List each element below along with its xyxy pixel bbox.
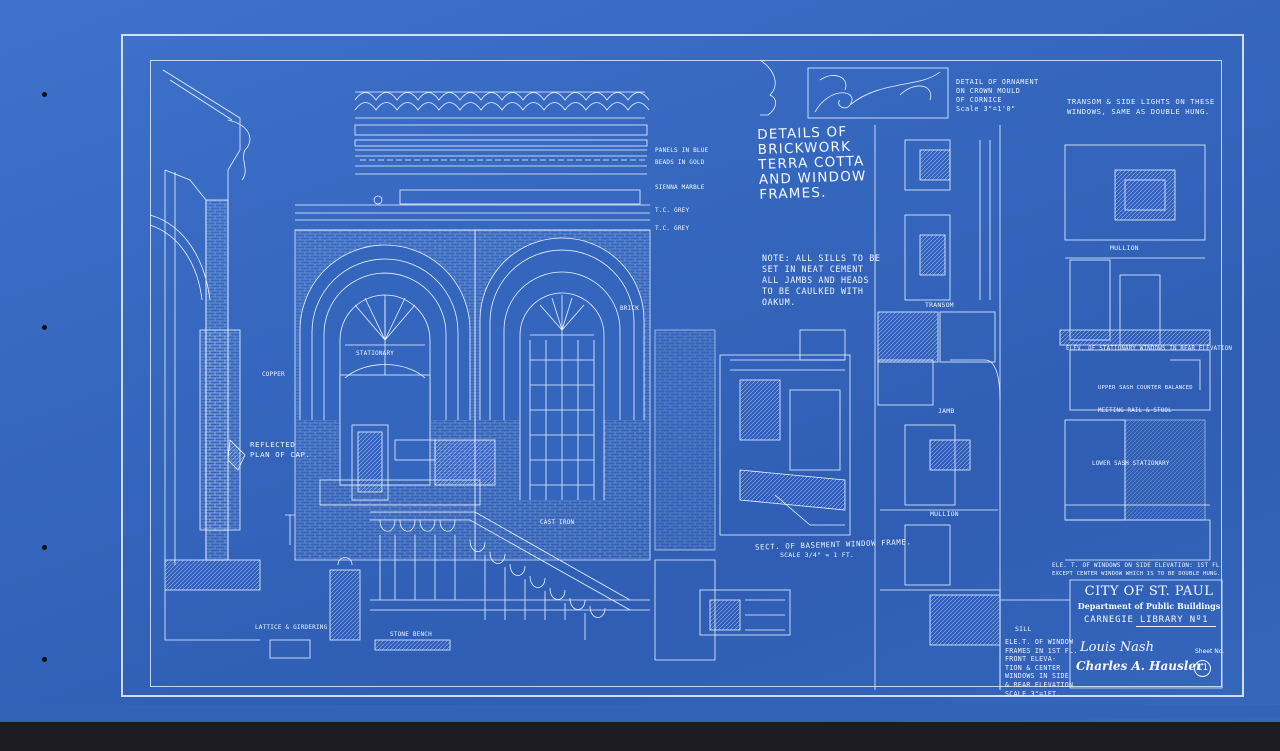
- sill-label: SILL: [1015, 625, 1032, 633]
- stationary-label: STATIONARY: [356, 350, 395, 357]
- transom-note-line: TRANSOM & SIDE LIGHTS ON THESE: [1067, 97, 1215, 106]
- outer-border: [121, 34, 1244, 697]
- underline: [1136, 626, 1216, 627]
- copper-label: COPPER: [262, 371, 285, 378]
- drawing-title: DETAILS OF BRICKWORK TERRA COTTA AND WIN…: [757, 124, 867, 203]
- elevation-note-line: FRAMES IN 1ST FL.: [1005, 646, 1078, 655]
- crown-ornament: [759, 59, 949, 119]
- beads-label: BEADS IN GOLD: [655, 159, 705, 166]
- signature-architect: Louis Nash: [1080, 640, 1154, 655]
- ornament-note-line: OF CORNICE: [956, 96, 1002, 104]
- cornice-section: [149, 69, 261, 641]
- sheet-number: 11: [1194, 660, 1211, 677]
- background-strip: [0, 722, 1280, 751]
- sheet-number-label: Sheet No.: [1195, 648, 1225, 655]
- department-name: Department of Public Buildings: [1077, 601, 1221, 611]
- note-line: NOTE: ALL SILLS TO BE: [762, 253, 881, 263]
- cast-iron-label: CAST IRON: [540, 519, 575, 526]
- construction-note: NOTE: ALL SILLS TO BE SET IN NEAT CEMENT…: [762, 253, 881, 308]
- stair-arcade: [269, 511, 650, 659]
- ornament-note: DETAIL OF ORNAMENT ON CROWN MOULD OF COR…: [956, 78, 1039, 114]
- title-block-frame: [1000, 579, 1223, 689]
- punch-hole: [42, 545, 47, 550]
- reflected-plan-label: PLAN OF CAP.: [250, 450, 311, 459]
- tc-grey-label: T.C. GREY: [655, 207, 690, 214]
- ornament-note-line: ON CROWN MOULD: [956, 87, 1021, 95]
- transom-label: TRANSOM: [925, 301, 954, 309]
- upper-sash-label: UPPER SASH COUNTER BALANCED: [1098, 385, 1193, 391]
- elevation-note: ELE.T. OF WINDOW FRAMES IN 1ST FL. FRONT…: [1005, 638, 1078, 698]
- window-frame-section: [654, 329, 791, 661]
- inner-border: [150, 60, 1222, 687]
- city-name: CITY OF ST. PAUL: [1084, 584, 1214, 599]
- basement-scale-label: SCALE 3/4" = 1 FT.: [780, 551, 855, 559]
- marble-label: SIENNA MARBLE: [655, 184, 705, 191]
- mullion-label: MULLION: [1110, 244, 1139, 252]
- punch-hole: [42, 325, 47, 330]
- stationary-windows-label: ELEV. OF STATIONARY WINDOWS IN REAR ELEV…: [1066, 346, 1233, 352]
- elevation-note-line: WINDOWS IN SIDE: [1005, 672, 1070, 681]
- note-line: ALL JAMBS AND HEADS: [762, 275, 870, 285]
- mullion-label: MULLION: [930, 510, 959, 518]
- elevation-note-line: SCALE 3"=1FT.: [1005, 689, 1061, 698]
- ornament-note-line: DETAIL OF ORNAMENT: [956, 78, 1039, 86]
- punch-hole: [42, 92, 47, 97]
- jamb-label: JAMB: [938, 407, 955, 415]
- stone-bench-label: STONE BENCH: [390, 631, 432, 638]
- elevation-note-line: & REAR ELEVATION: [1005, 680, 1074, 689]
- roof-tiles: [354, 91, 650, 119]
- elevation-note-line: ELE.T. OF WINDOW: [1005, 638, 1074, 646]
- right-arch: [434, 229, 651, 561]
- basement-window-frame: [719, 329, 851, 536]
- note-line: OAKUM.: [762, 297, 796, 307]
- window-details-right: [874, 125, 1001, 690]
- tc-grey-label: T.C. GREY: [655, 225, 690, 232]
- ornament-note-line: Scale 3"=1'0": [956, 105, 1016, 113]
- elevation-note-line: FRONT ELEVA-: [1005, 655, 1057, 664]
- transom-note-line: WINDOWS, SAME AS DOUBLE HUNG.: [1067, 107, 1210, 116]
- note-line: SET IN NEAT CEMENT: [762, 264, 864, 274]
- project-name: CARNEGIE LIBRARY Nº1: [1084, 615, 1209, 625]
- far-right-window: [1059, 144, 1211, 561]
- side-elevation-label: ELE. T. OF WINDOWS ON SIDE ELEVATION: 1S…: [1052, 562, 1224, 569]
- note-line: TO BE CAULKED WITH: [762, 286, 864, 296]
- lower-sash-label: LOWER SASH STATIONARY: [1092, 461, 1170, 467]
- transom-note: TRANSOM & SIDE LIGHTS ON THESE WINDOWS, …: [1067, 97, 1215, 117]
- reflected-plan-label: REFLECTED: [250, 440, 296, 449]
- panels-label: PANELS IN BLUE: [655, 147, 709, 154]
- left-arch: [294, 229, 481, 561]
- cornice-bands: [295, 124, 650, 231]
- brick-label: BRICK: [620, 305, 640, 312]
- side-elevation-note: EXCEPT CENTER WINDOW WHICH IS TO BE DOUB…: [1052, 571, 1221, 577]
- lattice-label: LATTICE & GIRDERING: [255, 624, 328, 631]
- elevation-note-line: TION & CENTER: [1005, 663, 1061, 672]
- title-block: CITY OF ST. PAUL Department of Public Bu…: [1076, 584, 1222, 687]
- meeting-rail-label: MEETING RAIL & STOOL: [1098, 408, 1172, 414]
- signature-commissioner: Charles A. Hausler: [1076, 659, 1203, 673]
- punch-hole: [42, 657, 47, 662]
